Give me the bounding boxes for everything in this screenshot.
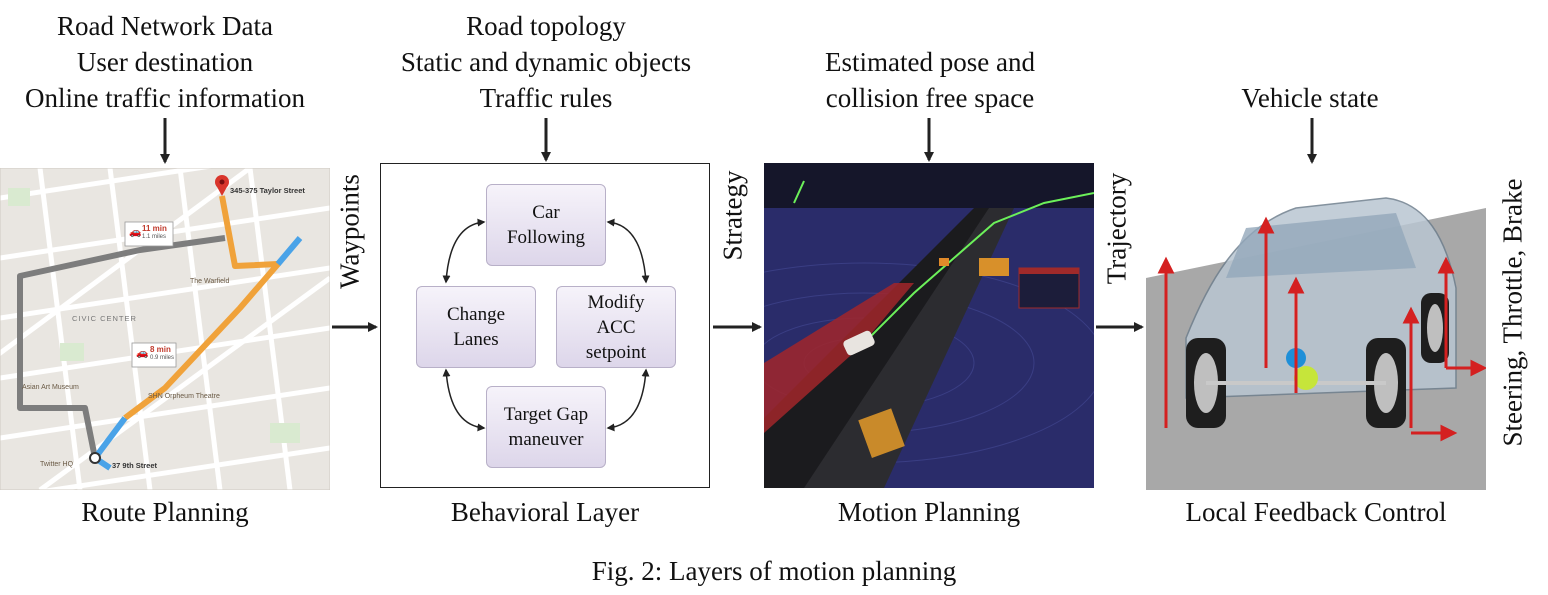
route-inputs: Road Network Data User destination Onlin… <box>0 8 330 116</box>
map-car-icon-alt: 🚗 <box>136 348 149 359</box>
route-blue-extension <box>275 236 303 266</box>
actuator-green-icon <box>1294 366 1318 390</box>
layer-title-route: Route Planning <box>81 497 249 527</box>
control-input-1: Vehicle state <box>1241 83 1379 113</box>
state-modify-acc-line-2: ACC <box>596 316 636 338</box>
state-car-following-line-2: Following <box>506 227 586 248</box>
time-box-primary <box>124 221 174 247</box>
state-modify-acc-line-1: Modify <box>587 291 645 313</box>
map-poi-5: Twitter HQ <box>40 461 74 468</box>
compass-icon <box>793 180 805 204</box>
behavioral-input-1: Road topology <box>466 11 626 41</box>
state-modify-acc: Modify ACC setpoint <box>556 286 676 368</box>
layer-title-control: Local Feedback Control <box>1185 497 1447 527</box>
route-input-3: Online traffic information <box>25 83 305 113</box>
map-poi-4: SHN Orpheum Theatre <box>148 393 220 400</box>
state-change-lanes-line-2: Lanes <box>453 329 499 350</box>
motion-inputs: Estimated pose and collision free space <box>770 44 1090 116</box>
state-car-following-line-1: Car <box>532 202 560 223</box>
behavioral-input-2: Static and dynamic objects <box>400 47 692 77</box>
origin-dot-icon <box>89 452 101 464</box>
map-streets <box>0 168 330 490</box>
vehicle-model-graphic <box>1146 197 1486 490</box>
motion-input-1: Estimated pose and <box>825 47 1035 77</box>
map-car-icon-primary: 🚗 <box>129 227 142 238</box>
route-input-1: Road Network Data <box>57 11 273 41</box>
layer-title-behavioral: Behavioral Layer <box>450 497 640 527</box>
transition-carfollowing-changelanes <box>442 218 486 284</box>
planned-trajectory <box>853 192 1094 354</box>
map-poi-2: CIVIC CENTER <box>72 314 137 323</box>
transition-modifyacc-targetgap <box>606 368 650 432</box>
wheels-icon <box>1186 293 1449 428</box>
vehicle-model <box>1146 168 1486 490</box>
road-red-zone <box>764 283 914 433</box>
route-orange-line <box>123 195 281 421</box>
map-dist-alt: 0.9 miles <box>150 355 175 361</box>
info-panel <box>1018 267 1080 309</box>
time-box-alt <box>131 342 177 368</box>
state-modify-acc-line-3: setpoint <box>585 341 647 363</box>
road-lanes <box>804 208 1014 488</box>
state-target-gap-line-2: maneuver <box>508 429 584 450</box>
map-origin-label: 37 9th Street <box>112 461 158 470</box>
motion-planning-visualization <box>764 163 1094 488</box>
map-time-alt: 8 min <box>150 345 171 354</box>
destination-pin-icon <box>215 175 229 196</box>
route-input-2: User destination <box>76 47 254 77</box>
motion-input-2: collision free space <box>825 83 1035 113</box>
map-dist-primary: 1.1 miles <box>142 234 167 240</box>
behavioral-inputs: Road topology Static and dynamic objects… <box>370 8 722 116</box>
figure-caption: Fig. 2: Layers of motion planning <box>591 556 957 586</box>
map-poi-3: Asian Art Museum <box>22 384 79 391</box>
obstacle-1 <box>979 258 1009 276</box>
force-arrows-icon <box>1157 216 1486 442</box>
motion-planning-graphic <box>764 163 1094 488</box>
route-map-graphic <box>0 168 330 490</box>
transition-changelanes-targetgap <box>442 368 486 432</box>
map-destination-label: 345-375 Taylor Street <box>230 186 305 195</box>
state-car-following: Car Following <box>486 184 606 266</box>
obstacle-2 <box>858 408 905 458</box>
route-gray-line <box>17 235 226 459</box>
layer-title-motion: Motion Planning <box>837 497 1021 527</box>
behavioral-input-3: Traffic rules <box>479 83 613 113</box>
obstacle-3 <box>939 258 949 266</box>
state-change-lanes: Change Lanes <box>416 286 536 368</box>
state-change-lanes-line-1: Change <box>446 304 506 325</box>
state-target-gap: Target Gap maneuver <box>486 386 606 468</box>
map-parks <box>8 188 300 443</box>
route-map: 345-375 Taylor Street 37 9th Street 11 m… <box>0 168 330 490</box>
state-target-gap-line-1: Target Gap <box>503 404 589 425</box>
map-time-primary: 11 min <box>142 224 167 233</box>
car-body-icon <box>1185 197 1457 399</box>
behavioral-layer-box <box>380 163 710 488</box>
transition-carfollowing-modifyacc <box>606 218 650 284</box>
ego-car-icon <box>843 330 875 356</box>
map-poi-1: The Warfield <box>190 278 230 285</box>
control-inputs: Vehicle state <box>1160 80 1460 116</box>
